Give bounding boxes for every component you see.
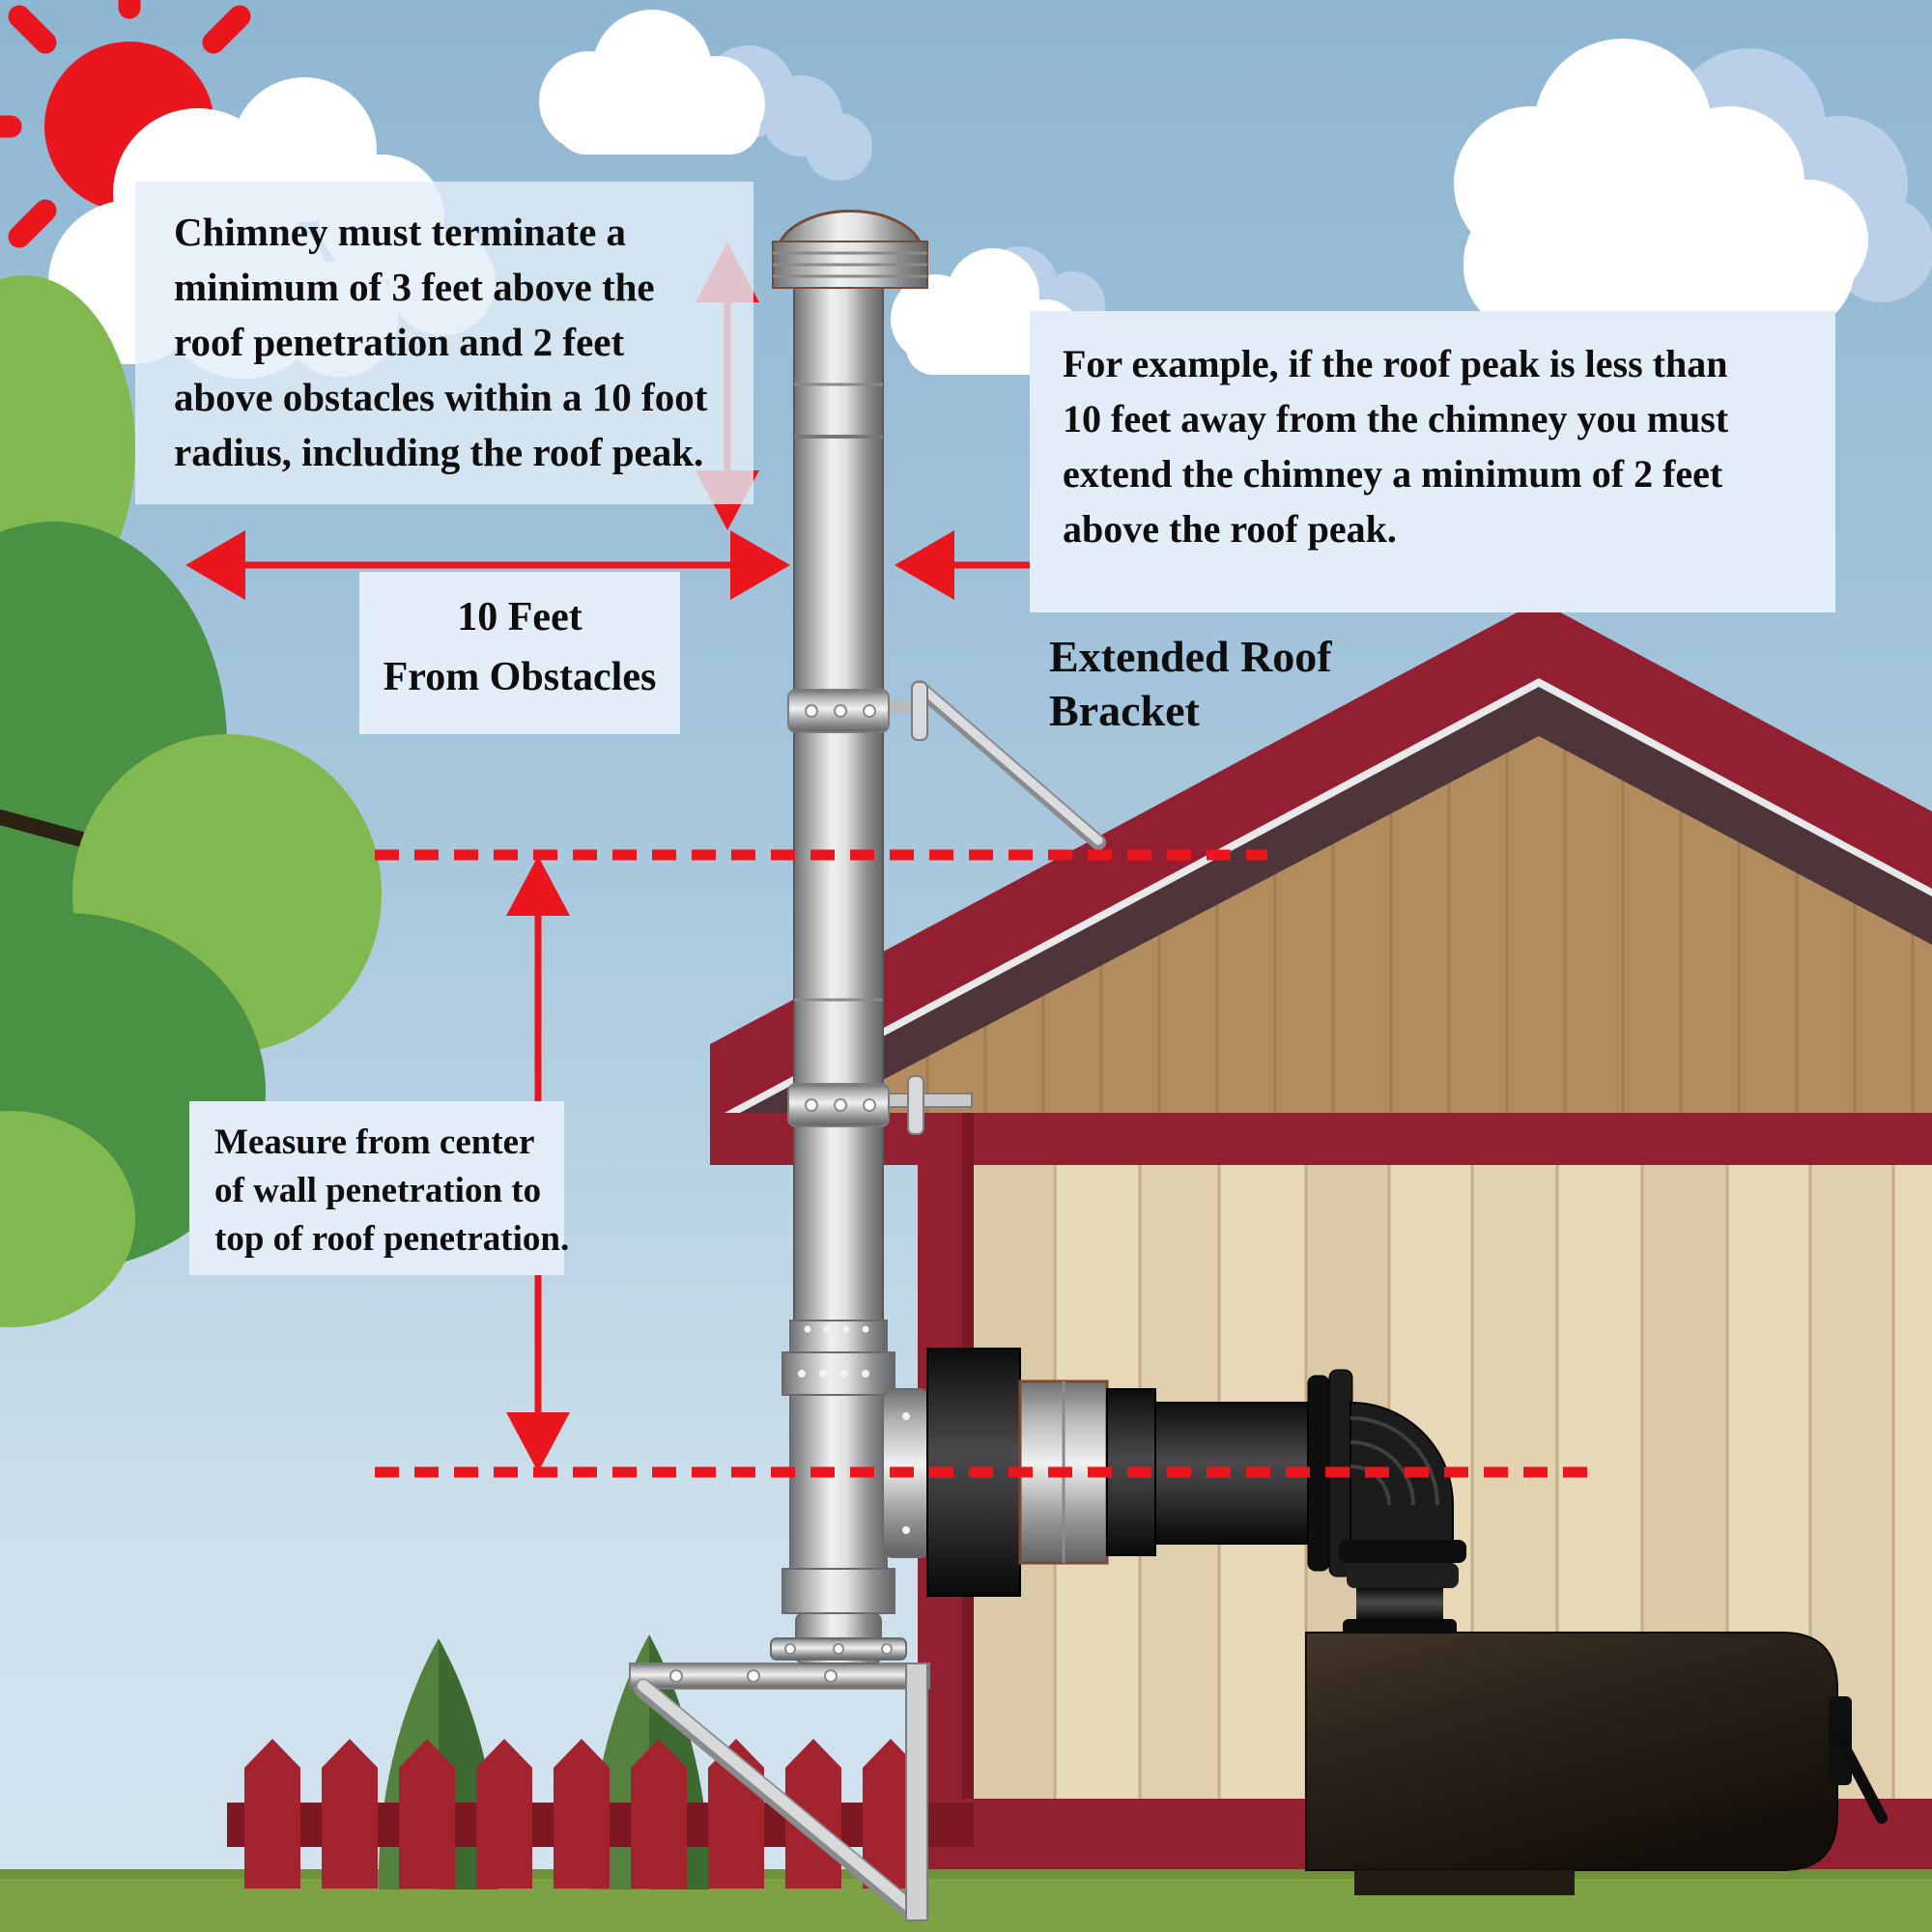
cloud-top-right: [1454, 39, 1868, 331]
terminate-note-line: roof penetration and 2 feet: [174, 320, 625, 364]
stove-handle: [1829, 1696, 1888, 1824]
obstacle-distance-label: 10 Feet From Obstacles: [359, 572, 680, 734]
terminate-note-line: minimum of 3 feet above the: [174, 265, 655, 309]
picket-fence: [227, 1739, 974, 1889]
cloud-top-middle: [539, 10, 765, 155]
tree-foliage: [0, 275, 382, 1327]
wood-stove: [1305, 1632, 1888, 1895]
chimney-cap: [772, 210, 928, 289]
roof-peak-note-line: extend the chimney a minimum of 2 feet: [1063, 452, 1723, 496]
bracket-label-line: Bracket: [1049, 686, 1200, 735]
roof-peak-note-line: 10 feet away from the chimney you must: [1063, 397, 1729, 440]
roof-peak-note: For example, if the roof peak is less th…: [1030, 311, 1835, 612]
bracket-label-line: Extended Roof: [1049, 632, 1332, 681]
measure-note-line: of wall penetration to: [214, 1171, 542, 1210]
chimney-tee: [770, 1320, 930, 1664]
terminate-note-line: above obstacles within a 10 foot: [174, 375, 708, 419]
cloud-right-of-chimney: [891, 248, 1082, 375]
obstacle-distance-line: 10 Feet: [457, 595, 582, 639]
measure-note-line: Measure from center: [214, 1122, 535, 1162]
roof-peak-note-line: For example, if the roof peak is less th…: [1063, 342, 1728, 385]
stove-pedestal: [1354, 1870, 1575, 1895]
extended-roof-bracket: [787, 680, 1106, 850]
obstacle-distance-line: From Obstacles: [383, 655, 657, 699]
measure-note-line: top of roof penetration.: [214, 1219, 570, 1259]
roof-peak-note-line: above the roof peak.: [1063, 507, 1397, 551]
wall-support-bracket: [629, 1662, 930, 1922]
measure-note: Measure from center of wall penetration …: [189, 1101, 570, 1275]
wall-band-bracket: [787, 1075, 973, 1135]
terminate-note-line: Chimney must terminate a: [174, 210, 627, 254]
terminate-note: Chimney must terminate a minimum of 3 fe…: [135, 182, 753, 504]
extended-roof-bracket-label: Extended Roof Bracket: [1049, 630, 1332, 738]
terminate-note-line: radius, including the roof peak.: [174, 430, 704, 474]
chimney-pipe: [629, 210, 1106, 1922]
obstacle-distance-arrow: [185, 530, 790, 600]
